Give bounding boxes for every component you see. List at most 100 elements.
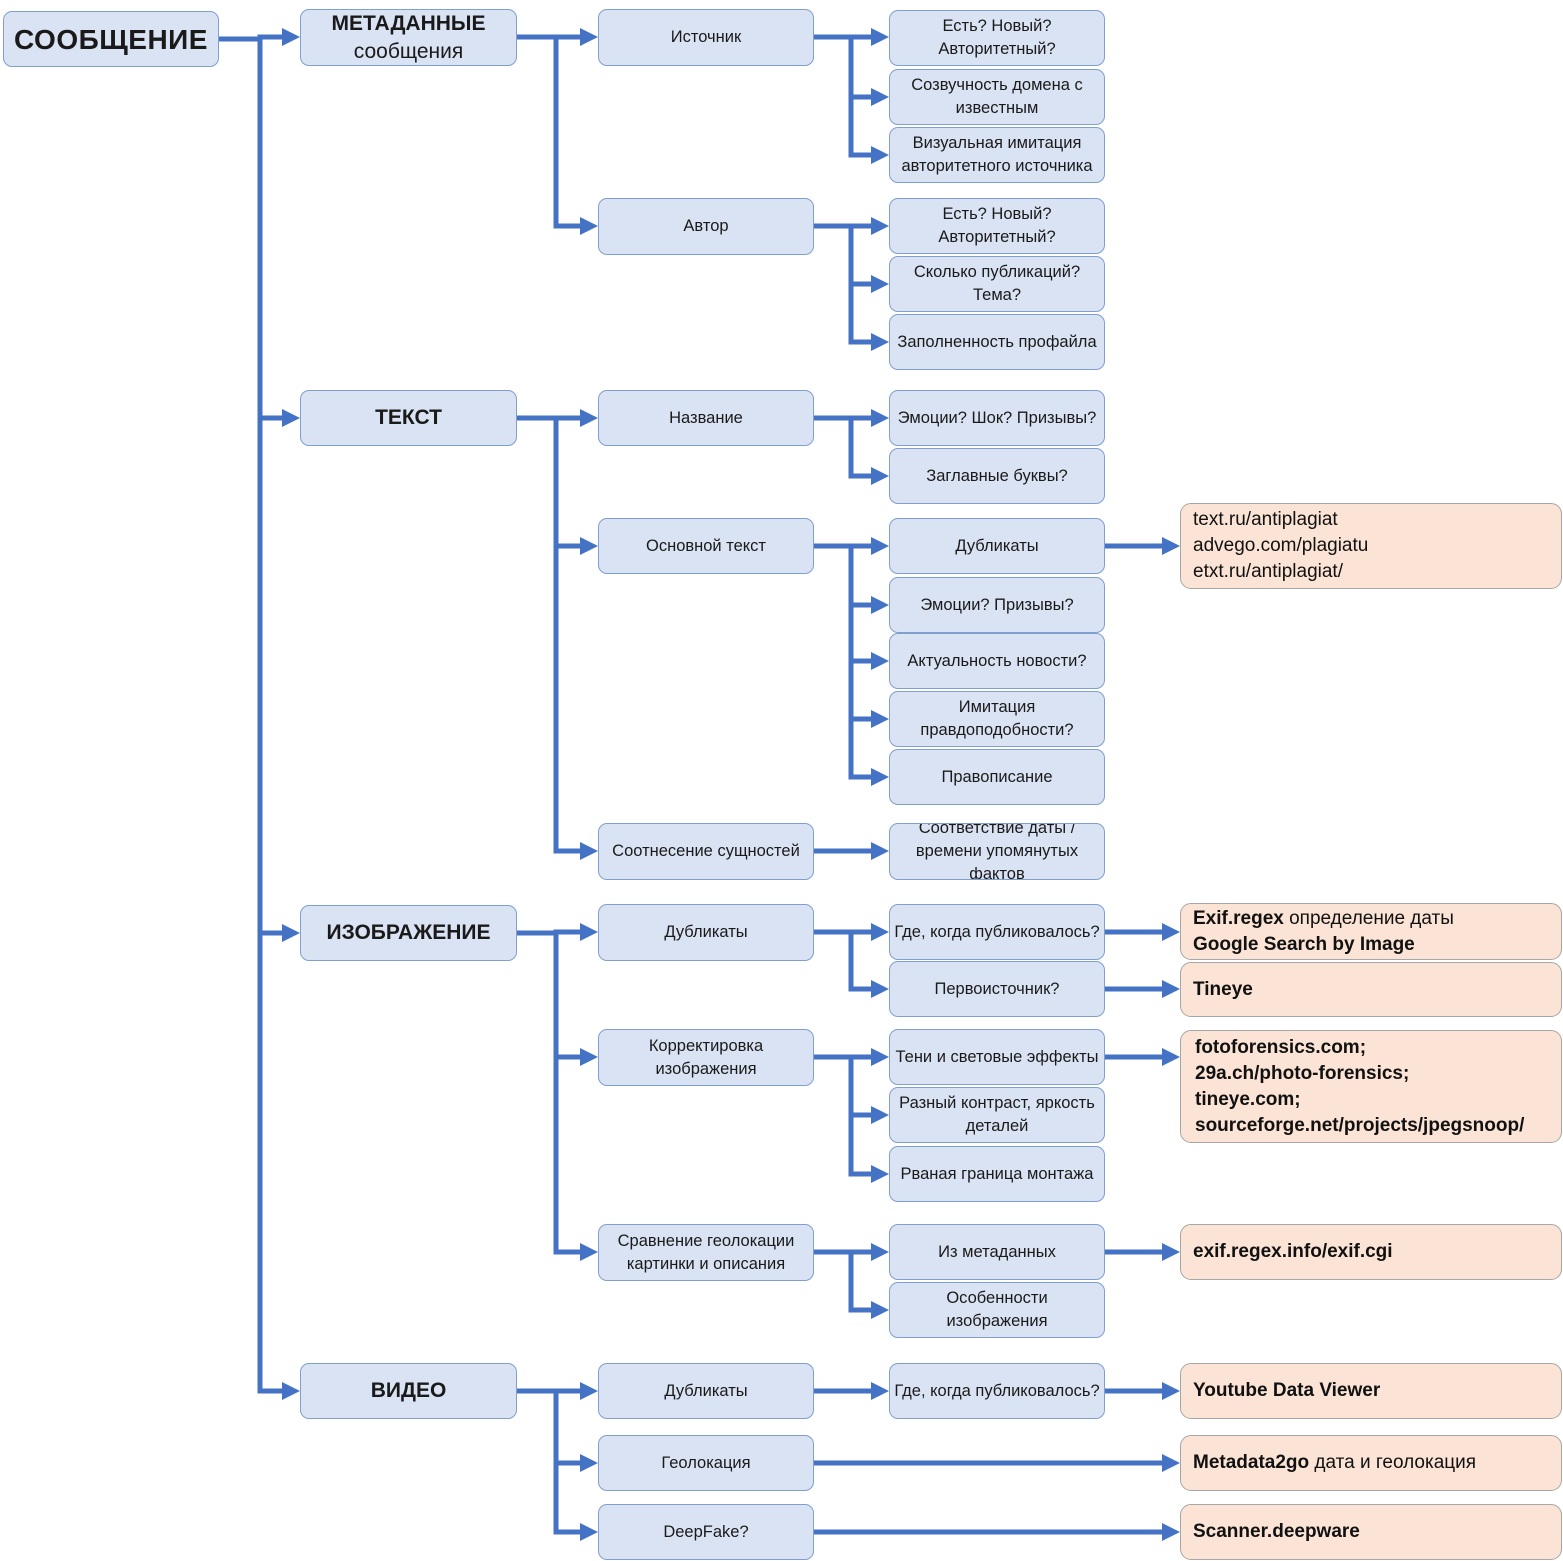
subtopic-source: Источник xyxy=(598,9,814,66)
tool-antiplagiat-line: etxt.ru/antiplagiat/ xyxy=(1193,561,1343,582)
check-headline-emotions: Эмоции? Шок? Призывы? xyxy=(889,390,1105,446)
tool-antiplagiat-line: text.ru/antiplagiat xyxy=(1193,509,1338,530)
subtopic-image-editing: Корректировка изображения xyxy=(598,1029,814,1086)
root-node: СООБЩЕНИЕ xyxy=(3,11,219,67)
arrowhead xyxy=(871,467,889,485)
tool-youtube-data-viewer: Youtube Data Viewer xyxy=(1180,1363,1562,1419)
arrowhead xyxy=(282,28,300,46)
arrowhead xyxy=(580,1382,598,1400)
tool-exif-google: Exif.regex определение даты Google Searc… xyxy=(1180,903,1562,960)
arrowhead xyxy=(871,409,889,427)
arrowhead xyxy=(1162,1048,1180,1066)
category-text: ТЕКСТ xyxy=(300,390,517,446)
subtopic-body-text: Основной текст xyxy=(598,518,814,574)
category-video: ВИДЕО xyxy=(300,1363,517,1419)
tool-exif-regex-desc: определение даты xyxy=(1283,907,1454,929)
tool-forensics: fotoforensics.com; 29a.ch/photo-forensic… xyxy=(1180,1030,1562,1143)
tool-exif-regex-name: Exif.regex xyxy=(1193,907,1284,929)
arrowhead xyxy=(871,1165,889,1183)
arrowhead xyxy=(871,1048,889,1066)
arrowhead xyxy=(1162,1243,1180,1261)
arrowhead xyxy=(871,1106,889,1124)
tool-google-search-by-image: Google Search by Image xyxy=(1193,933,1415,955)
check-image-border: Рваная граница монтажа xyxy=(889,1146,1105,1202)
arrowhead xyxy=(580,1454,598,1472)
subtopic-headline: Название xyxy=(598,390,814,446)
arrowhead xyxy=(871,1301,889,1319)
arrowhead xyxy=(580,842,598,860)
check-source-exists: Есть? Новый? Авторитетный? xyxy=(889,10,1105,66)
check-entity-dates: Соответствие даты / времени упомянутых ф… xyxy=(889,823,1105,880)
arrowhead xyxy=(871,217,889,235)
check-body-relevance: Актуальность новости? xyxy=(889,633,1105,689)
subtopic-video-geolocation: Геолокация xyxy=(598,1435,814,1491)
arrowhead xyxy=(580,217,598,235)
arrowhead xyxy=(871,596,889,614)
arrowhead xyxy=(1162,1454,1180,1472)
arrowhead xyxy=(1162,1382,1180,1400)
arrowhead xyxy=(871,88,889,106)
tool-deepware: Scanner.deepware xyxy=(1180,1504,1562,1560)
check-geo-features: Особенности изображения xyxy=(889,1282,1105,1338)
check-source-domain: Созвучность домена с известным xyxy=(889,69,1105,125)
subtopic-image-geolocation: Сравнение геолокации картинки и описания xyxy=(598,1224,814,1281)
tool-metadata2go-name: Metadata2go xyxy=(1193,1452,1310,1473)
category-metadata: МЕТАДАННЫЕ сообщения xyxy=(300,9,517,66)
category-metadata-subtitle: сообщения xyxy=(353,39,464,63)
tool-metadata2go-desc: дата и геолокация xyxy=(1309,1452,1477,1473)
tool-metadata2go: Metadata2go дата и геолокация xyxy=(1180,1435,1562,1491)
check-author-publications: Сколько публикаций? Тема? xyxy=(889,256,1105,312)
arrowhead xyxy=(580,409,598,427)
arrowhead xyxy=(580,28,598,46)
check-image-origin: Первоисточник? xyxy=(889,961,1105,1017)
arrowhead xyxy=(282,409,300,427)
check-body-emotions: Эмоции? Призывы? xyxy=(889,577,1105,633)
arrowhead xyxy=(871,146,889,164)
check-geo-metadata: Из метаданных xyxy=(889,1224,1105,1280)
arrowhead xyxy=(580,1048,598,1066)
check-body-duplicates: Дубликаты xyxy=(889,518,1105,574)
check-image-contrast: Разный контраст, яркость деталей xyxy=(889,1087,1105,1143)
tool-tineye: Tineye xyxy=(1180,962,1562,1017)
arrowhead xyxy=(580,537,598,555)
subtopic-video-duplicates: Дубликаты xyxy=(598,1363,814,1419)
arrowhead xyxy=(871,1382,889,1400)
arrowhead xyxy=(1162,537,1180,555)
arrowhead xyxy=(871,1243,889,1261)
check-video-where-when: Где, когда публиковалось? xyxy=(889,1363,1105,1419)
arrowhead xyxy=(871,980,889,998)
arrowhead xyxy=(871,537,889,555)
category-image: ИЗОБРАЖЕНИЕ xyxy=(300,905,517,961)
arrowhead xyxy=(871,28,889,46)
check-author-exists: Есть? Новый? Авторитетный? xyxy=(889,198,1105,254)
arrowhead xyxy=(580,923,598,941)
arrowhead xyxy=(871,333,889,351)
check-author-profile: Заполненность профайла xyxy=(889,314,1105,370)
arrowhead xyxy=(1162,923,1180,941)
check-image-where-when: Где, когда публиковалось? xyxy=(889,904,1105,960)
check-body-plausibility: Имитация правдоподобности? xyxy=(889,691,1105,747)
tool-antiplagiat-line: advego.com/plagiatu xyxy=(1193,535,1369,556)
arrowhead xyxy=(282,1382,300,1400)
arrowhead xyxy=(1162,1523,1180,1541)
check-image-shadows: Тени и световые эффекты xyxy=(889,1029,1105,1085)
check-body-spelling: Правописание xyxy=(889,749,1105,805)
arrowhead xyxy=(871,923,889,941)
tool-antiplagiat: text.ru/antiplagiat advego.com/plagiatu … xyxy=(1180,503,1562,589)
arrowhead xyxy=(282,924,300,942)
arrowhead xyxy=(580,1243,598,1261)
arrowhead xyxy=(871,768,889,786)
check-headline-caps: Заглавные буквы? xyxy=(889,448,1105,504)
arrowhead xyxy=(871,652,889,670)
subtopic-entities: Соотнесение сущностей xyxy=(598,823,814,880)
tool-exif-cgi: exif.regex.info/exif.cgi xyxy=(1180,1224,1562,1280)
subtopic-deepfake: DeepFake? xyxy=(598,1504,814,1560)
tool-forensics-line: fotoforensics.com; xyxy=(1195,1036,1367,1058)
arrowhead xyxy=(871,842,889,860)
tool-forensics-line: tineye.com; xyxy=(1195,1088,1301,1110)
arrowhead xyxy=(1162,980,1180,998)
tool-forensics-line: sourceforge.net/projects/jpegsnoop/ xyxy=(1195,1114,1525,1136)
subtopic-image-duplicates: Дубликаты xyxy=(598,904,814,961)
arrowhead xyxy=(871,275,889,293)
